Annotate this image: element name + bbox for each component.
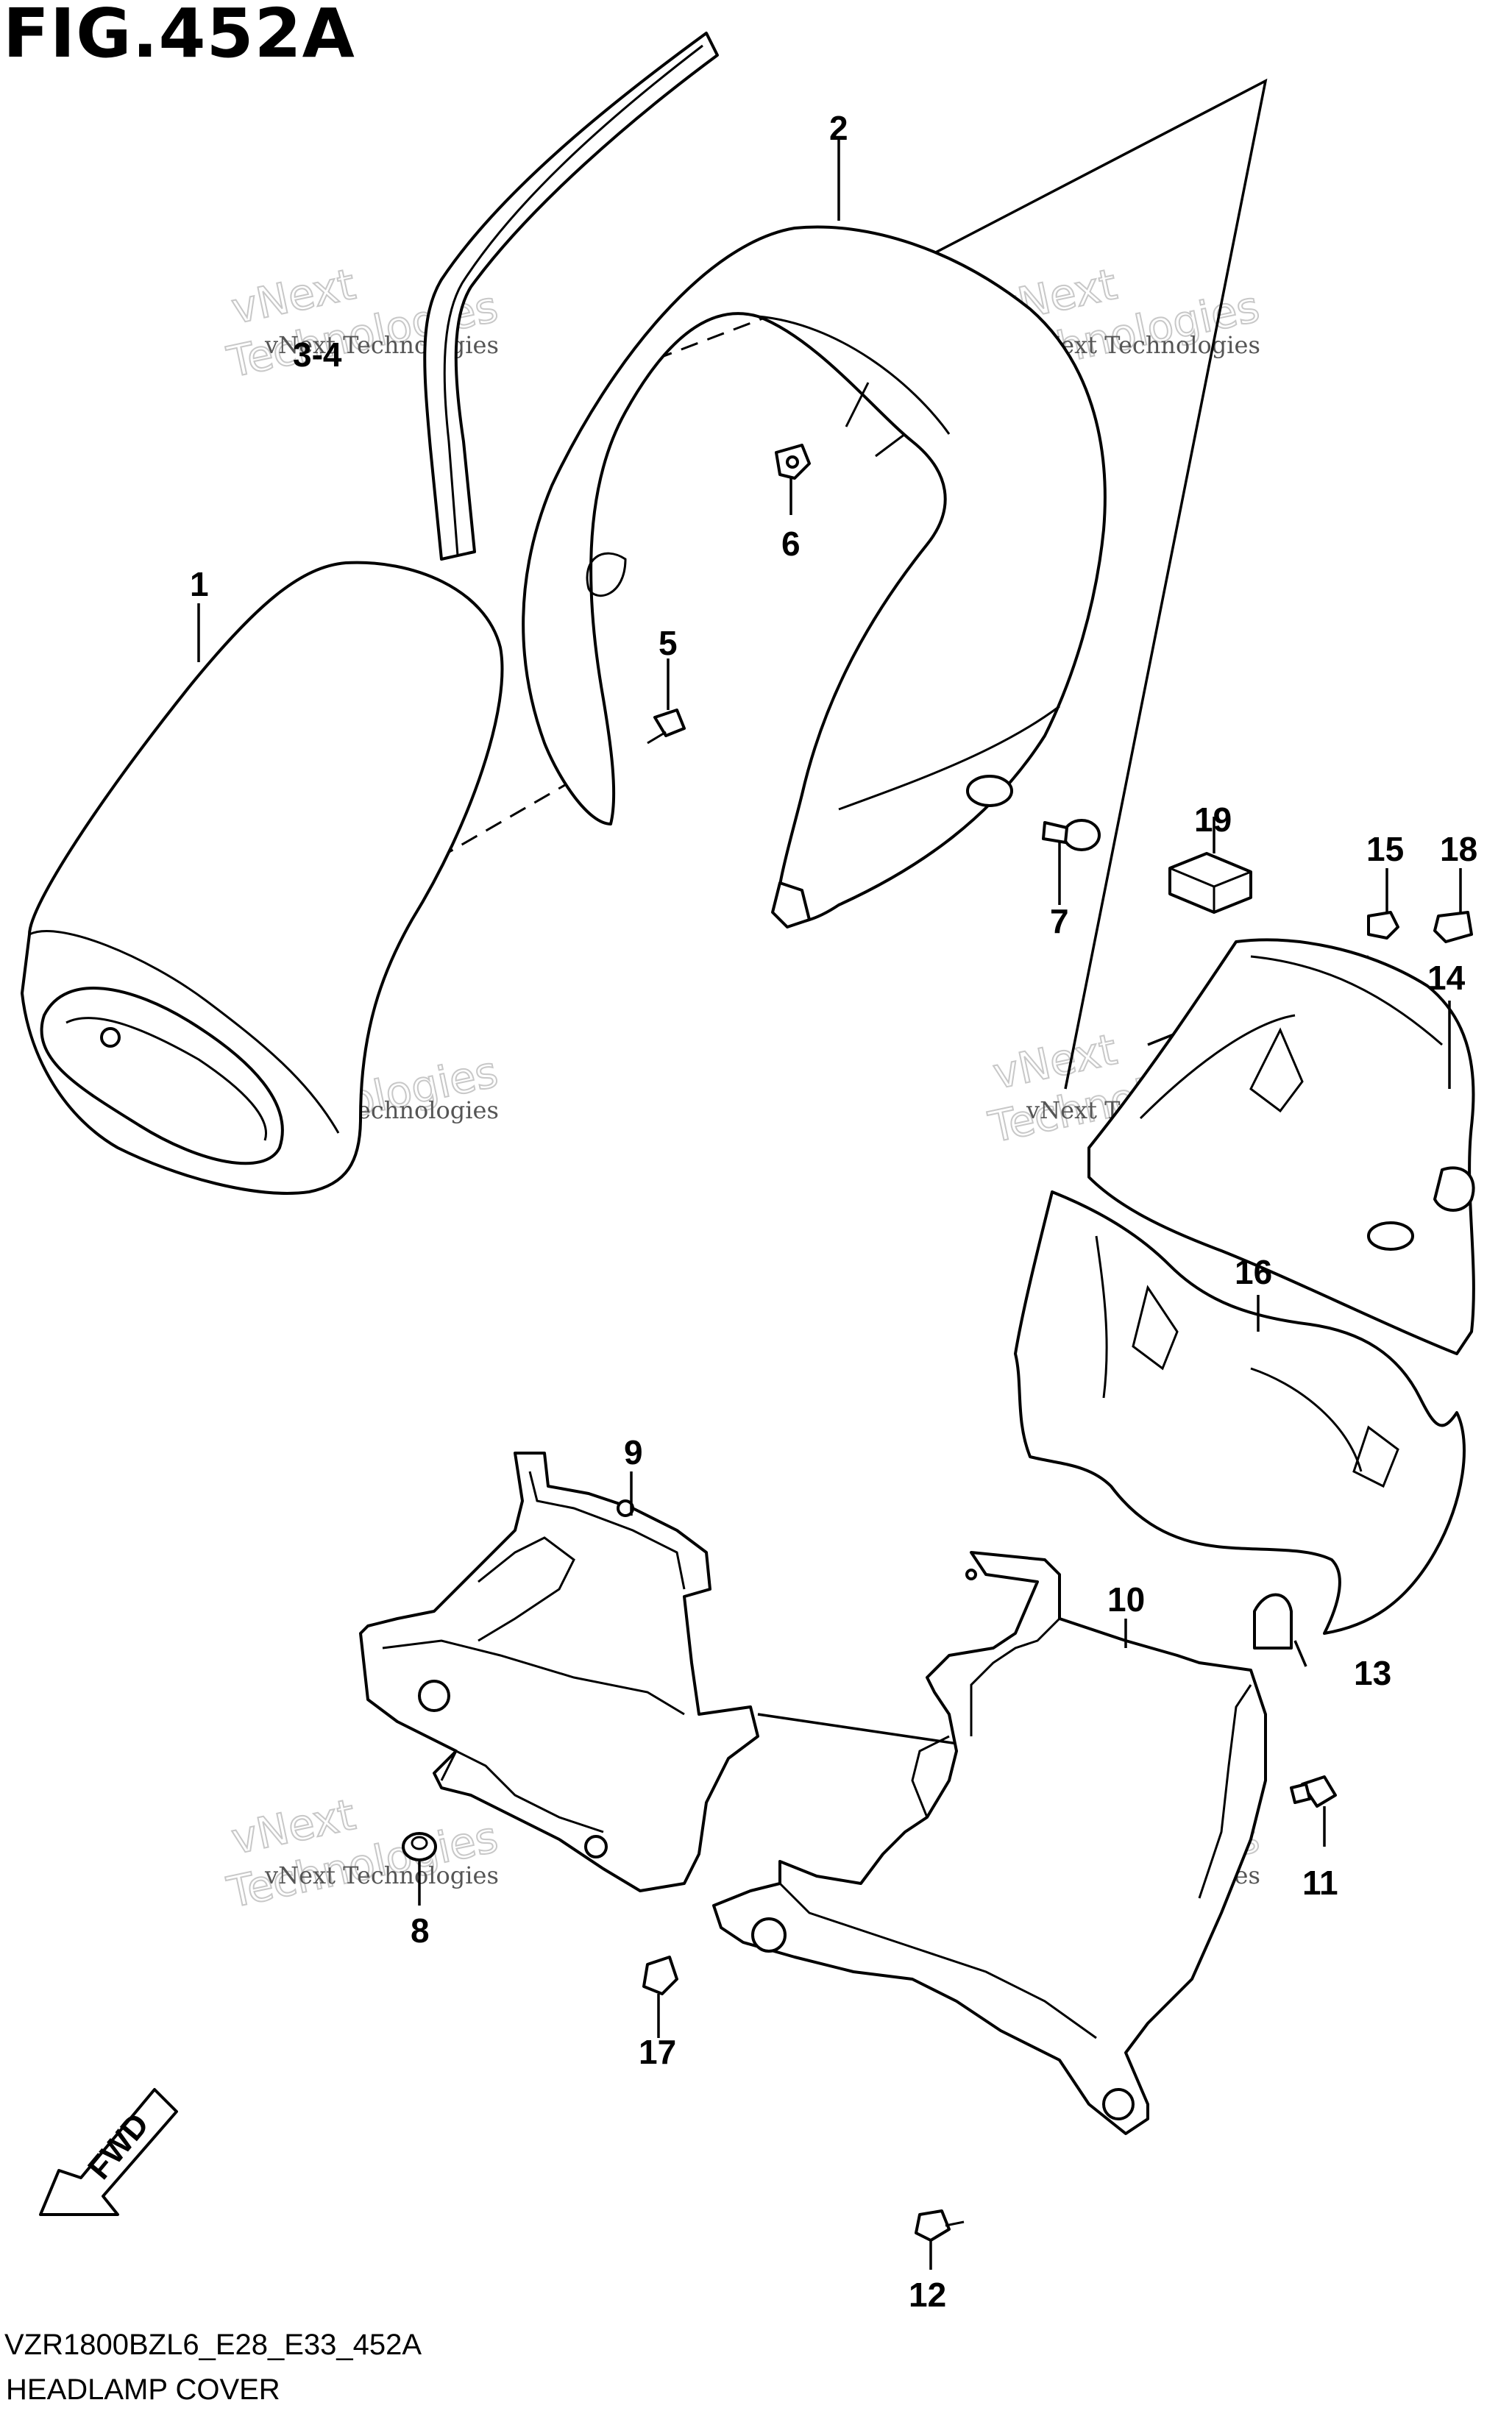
part-trim-strip (423, 32, 719, 561)
callout-17: 17 (639, 2033, 676, 2071)
callout-1: 1 (190, 565, 209, 603)
figure-code: VZR1800BZL6_E28_E33_452A (4, 2329, 422, 2361)
callout-2: 2 (829, 109, 848, 147)
part-bolt-5 (647, 709, 686, 745)
part-grommet-8 (402, 1832, 437, 1861)
callout-14: 14 (1427, 959, 1466, 997)
part-bolt-11 (1290, 1775, 1337, 1808)
callout-19: 19 (1194, 800, 1232, 839)
part-fastener-7 (1042, 819, 1101, 851)
part-collar-17 (642, 1956, 678, 1995)
callout-13: 13 (1354, 1654, 1391, 1692)
part-bracket-10 (712, 1551, 1267, 2135)
callout-16: 16 (1235, 1253, 1272, 1291)
part-fastener-13 (1253, 1593, 1293, 1650)
callout-3-4: 3-4 (293, 335, 342, 374)
watermark-text: vNext Technologies (264, 1861, 499, 1889)
part-clip-6 (775, 444, 811, 480)
part-inner-cover-16 (1014, 1190, 1466, 1635)
part-nut-18 (1433, 911, 1473, 943)
part-bracket-9 (359, 1452, 759, 1892)
part-headlamp-housing (21, 561, 504, 1195)
fwd-arrow: FWD (39, 2088, 178, 2216)
part-pad-19 (1168, 852, 1252, 914)
watermark-text: vNext Technologies (264, 331, 499, 359)
callout-labels: 1 2 3-4 5 6 7 8 9 10 11 12 13 14 15 16 1… (190, 109, 1477, 2314)
callout-5: 5 (659, 624, 678, 662)
callout-18: 18 (1440, 830, 1477, 868)
callout-6: 6 (781, 525, 801, 563)
figure-name: HEADLAMP COVER (6, 2373, 280, 2406)
callout-15: 15 (1366, 830, 1404, 868)
callout-9: 9 (624, 1433, 643, 1471)
part-outer-cover (522, 225, 1107, 928)
part-inner-panel-14 (1087, 938, 1475, 1355)
leader-lines (197, 140, 1462, 2270)
part-nut-15 (1367, 911, 1399, 940)
part-bolt-12 (915, 2209, 965, 2242)
callout-8: 8 (411, 1911, 430, 1950)
callout-12: 12 (909, 2276, 946, 2314)
callout-7: 7 (1050, 902, 1069, 940)
figure-title: FIG.452A (3, 0, 355, 73)
callout-10: 10 (1107, 1580, 1145, 1619)
callout-11: 11 (1302, 1864, 1338, 1902)
